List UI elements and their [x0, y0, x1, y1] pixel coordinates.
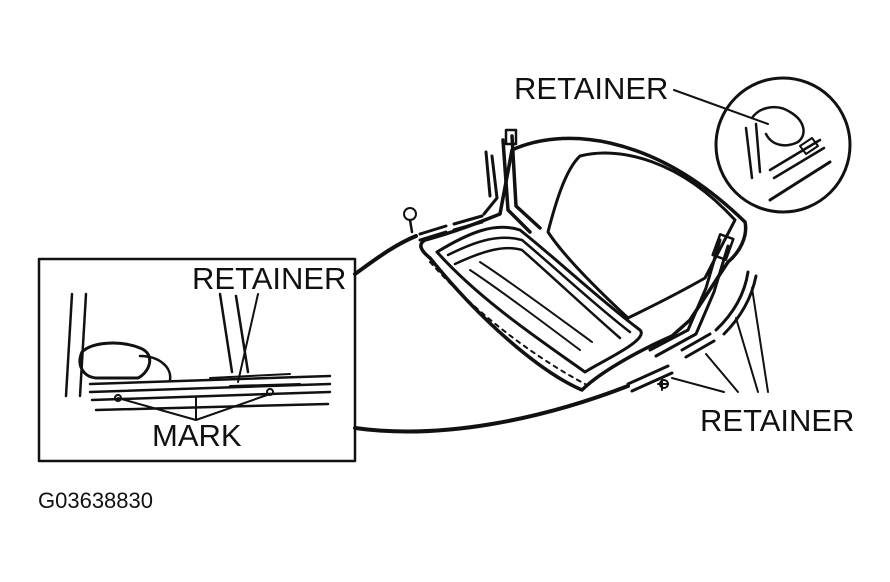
- inset-box: [37, 257, 357, 463]
- leader-lines: [117, 89, 769, 421]
- label-retainer-top: RETAINER: [514, 71, 668, 106]
- retainer-part-left: [403, 207, 484, 242]
- label-retainer-right: RETAINER: [700, 403, 854, 438]
- detail-circle: [714, 76, 852, 214]
- retainer-parts-right: [626, 270, 758, 393]
- label-mark: MARK: [152, 418, 242, 453]
- figure-code: G03638830: [38, 488, 153, 513]
- label-retainer-inset: RETAINER: [192, 261, 346, 296]
- connector-curves: [353, 234, 630, 434]
- soft-top-assembly: [419, 128, 748, 392]
